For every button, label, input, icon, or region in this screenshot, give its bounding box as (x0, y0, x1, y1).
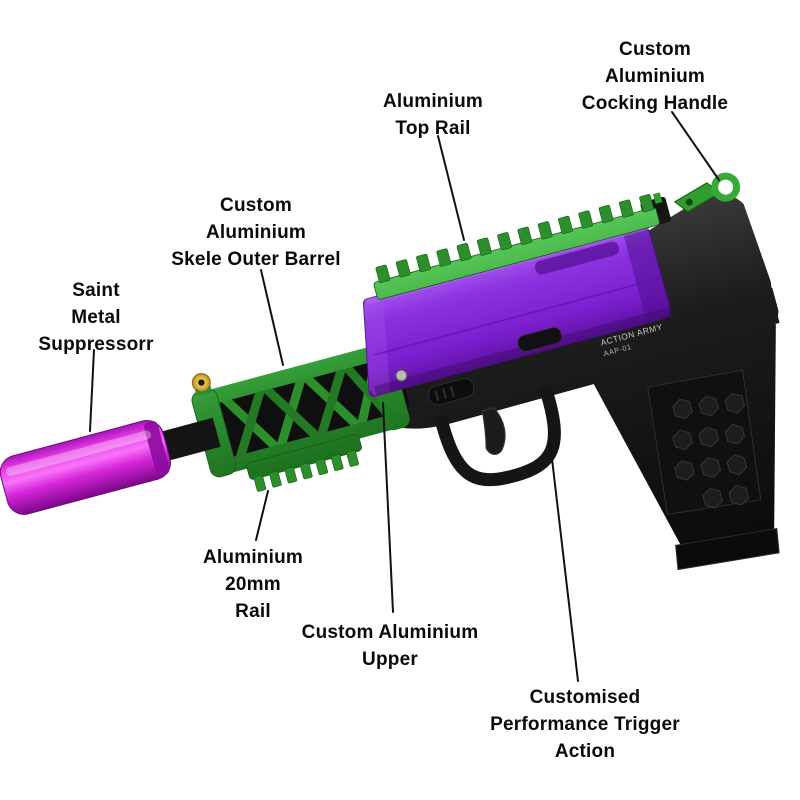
part-top-rail (373, 193, 660, 300)
label-top-rail: Aluminium Top Rail (383, 91, 483, 139)
part-20mm-rail (246, 434, 362, 493)
label-trigger-action: Customised Performance Trigger Action (490, 687, 680, 762)
part-cocking-handle (673, 172, 741, 213)
leader-20mm-rail (255, 490, 269, 541)
part-bolt-catch (517, 327, 562, 352)
part-rear-block (645, 194, 772, 326)
leader-top-rail (437, 135, 465, 241)
part-takedown-pin (395, 369, 408, 382)
label-skele-outer-barrel: Custom Aluminium Skele Outer Barrel (171, 195, 341, 270)
part-safety-lever (428, 378, 475, 406)
label-suppressor: Saint Metal Suppressorr (38, 280, 154, 355)
leader-trigger (548, 432, 579, 682)
leader-upper (382, 402, 394, 613)
part-grip (588, 309, 780, 571)
part-frame (372, 287, 779, 429)
front-sight-gold-dot (191, 373, 211, 393)
part-trigger-guard (435, 385, 561, 487)
leader-suppressor (89, 349, 95, 432)
leader-cocking-handle (671, 111, 720, 181)
label-upper: Custom Aluminium Upper (301, 622, 479, 670)
part-suppressor (0, 420, 171, 515)
part-barrel-connector (158, 417, 221, 462)
label-20mm-rail: Aluminium 20mm Rail (203, 547, 303, 622)
label-cocking-handle: Custom Aluminium Cocking Handle (581, 39, 729, 114)
leader-lines (89, 111, 720, 682)
leader-skele-barrel (260, 269, 284, 366)
part-trigger (481, 407, 506, 455)
